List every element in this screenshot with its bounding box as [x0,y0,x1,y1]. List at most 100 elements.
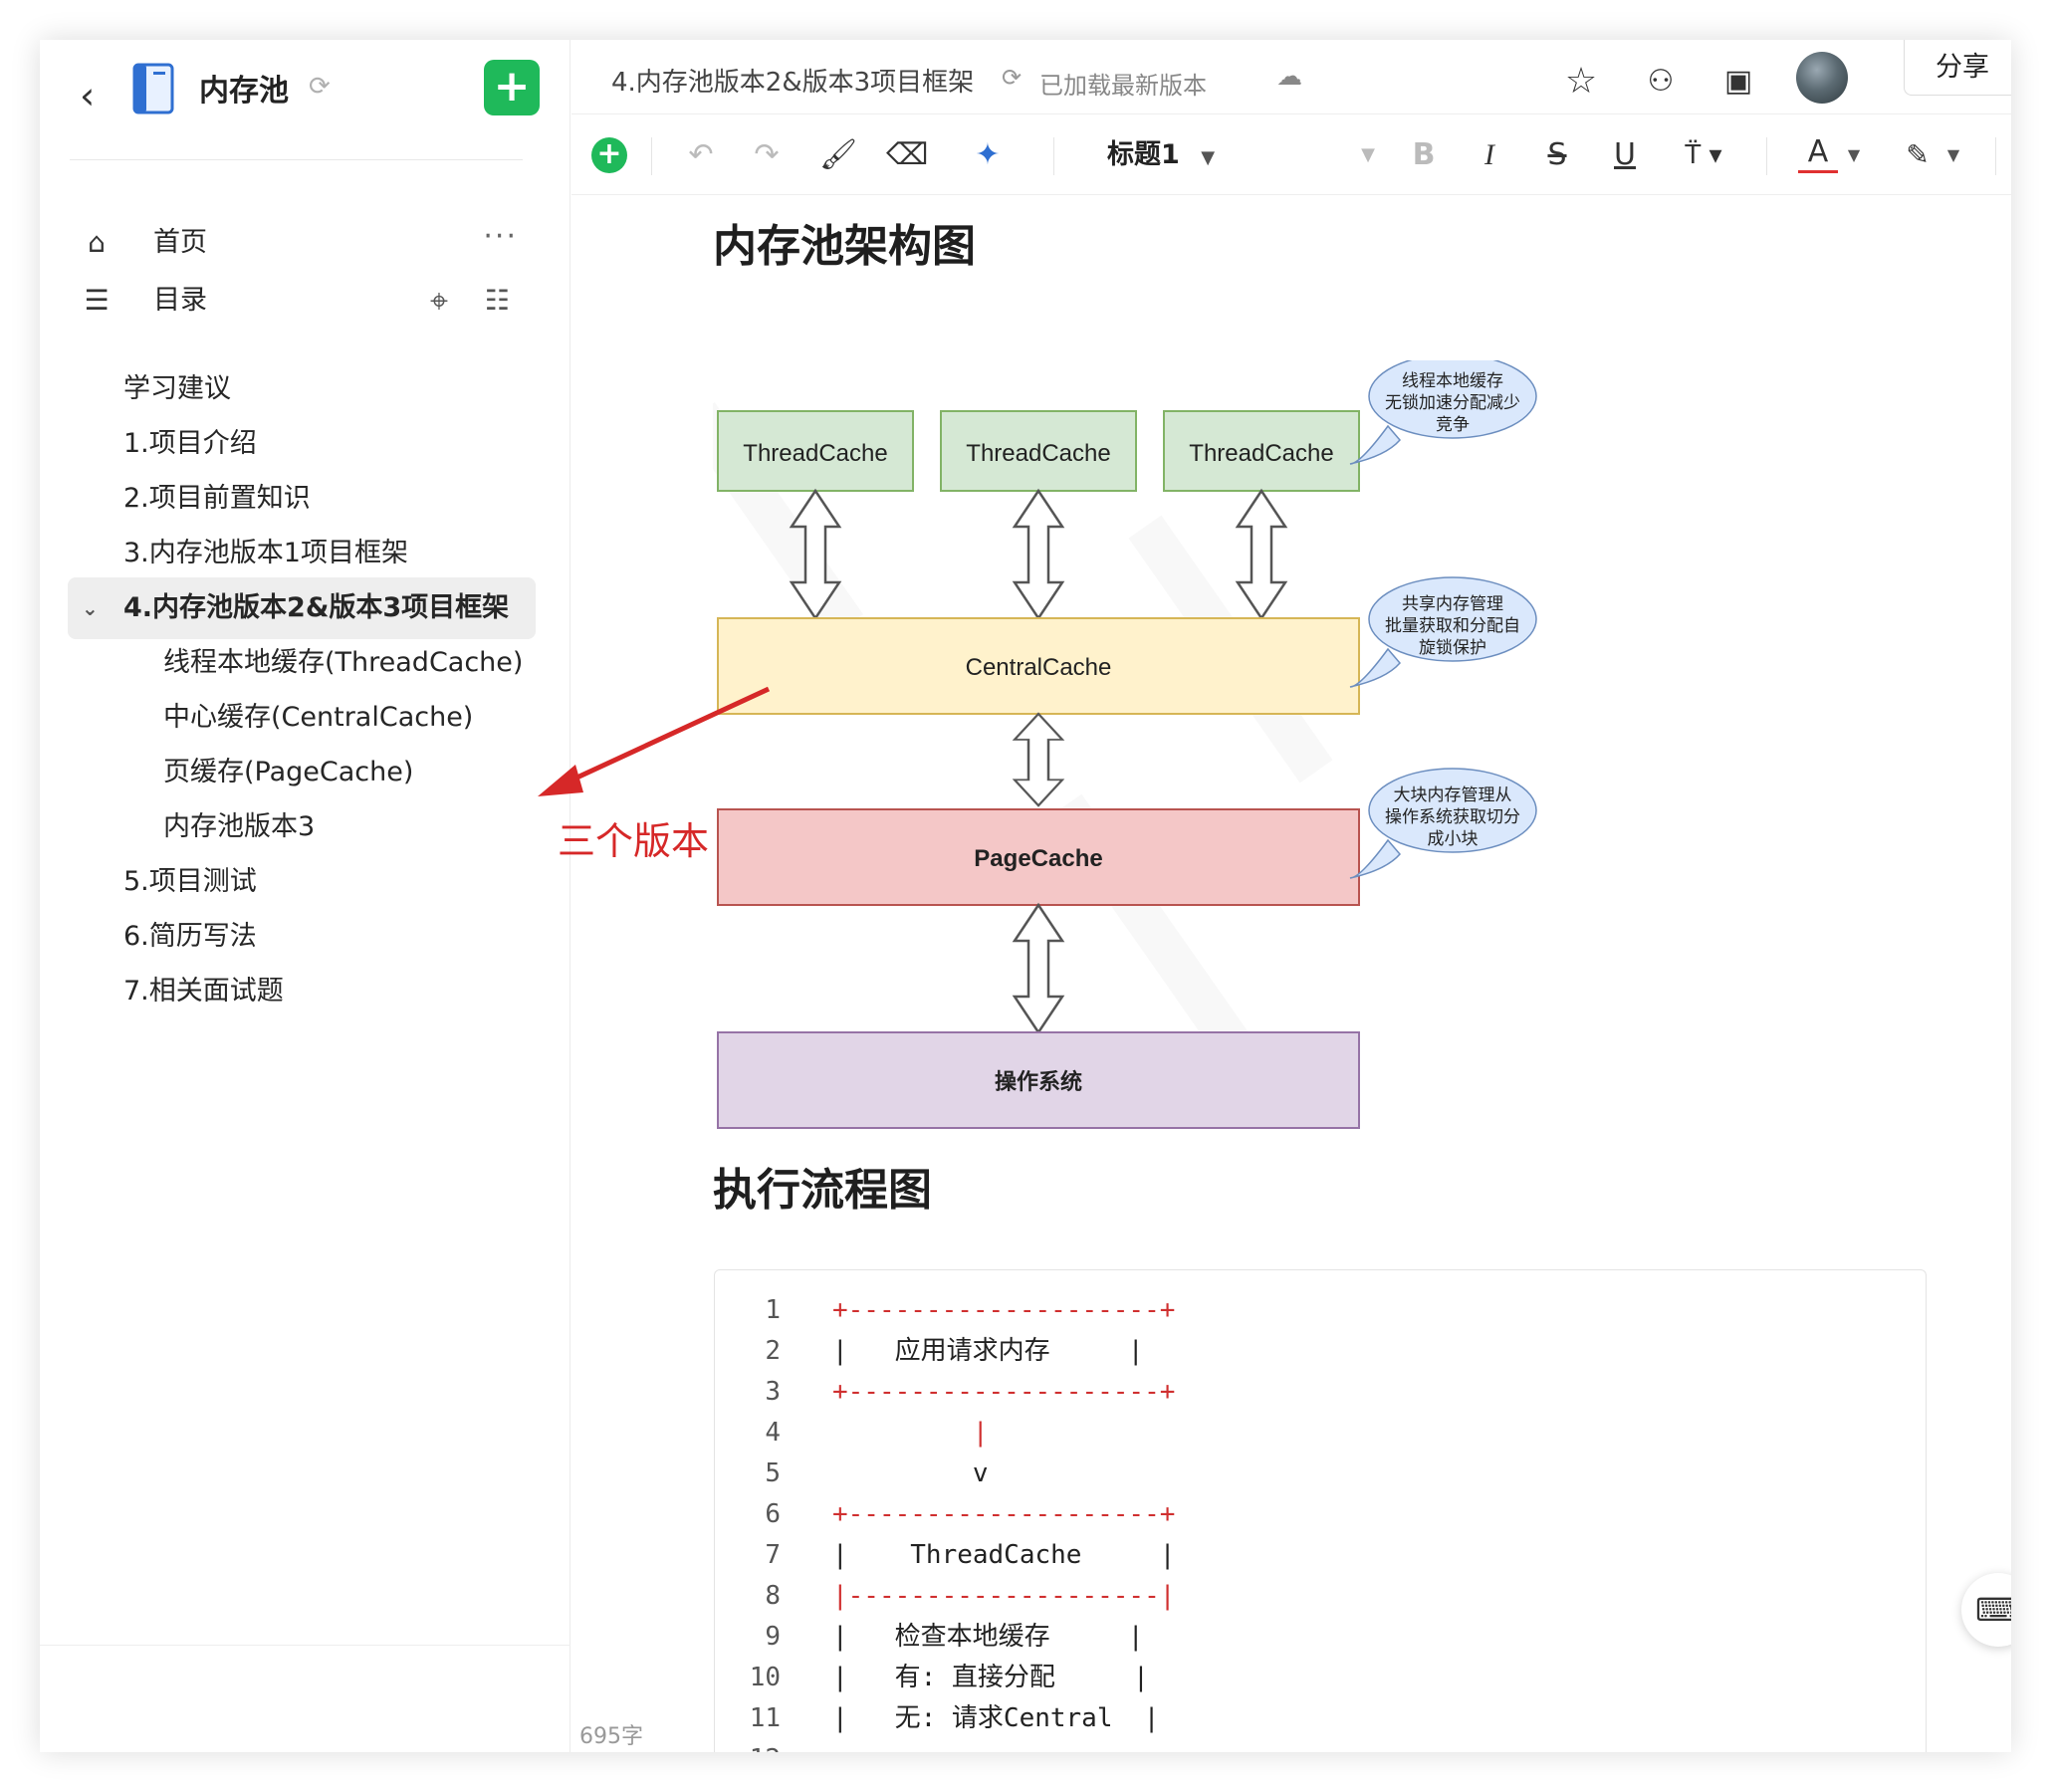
note-bubble: 线程本地缓存 无锁加速分配减少 竞争 [1349,360,1537,465]
os-label: 操作系统 [995,1069,1082,1095]
line-number: 9 [765,1622,781,1652]
double-arrow [1013,489,1064,620]
redo-icon[interactable]: ↷ [754,137,780,172]
share-button[interactable]: 分享 [1904,40,2011,96]
threadcache-label: ThreadCache [743,440,887,467]
document-title[interactable]: 4.内存池版本2&版本3项目框架 [611,68,975,98]
star-icon[interactable]: ☆ [1564,61,1598,102]
architecture-diagram: ThreadCache ThreadCache ThreadCache [713,360,1537,1129]
knowledge-base-title[interactable]: 内存池 [199,74,289,109]
line-number: 10 [749,1663,781,1692]
toc-subitem[interactable]: 页缓存(PageCache) [163,757,414,787]
toc-item[interactable]: 5.项目测试 [123,866,257,897]
font-color-button[interactable]: A [1798,131,1838,173]
font-color-caret-icon[interactable]: ▼ [1847,145,1861,164]
line-number: 11 [749,1703,781,1733]
nav-home[interactable]: ⌂ 首页 ··· [70,215,538,271]
note-line: 共享内存管理 [1402,594,1503,614]
locate-icon[interactable]: ⌖ [429,282,448,320]
note-line: 成小块 [1428,829,1479,849]
heading-select[interactable]: 标题1 ▼ [1107,131,1215,179]
code-line: 2| 应用请求内存 | [715,1331,1926,1371]
highlight-caret-icon[interactable]: ▼ [1946,145,1960,164]
insert-block-icon[interactable]: + [591,137,627,173]
note-line: 线程本地缓存 [1402,371,1503,391]
word-count: 695字 [579,1724,643,1749]
clear-format-icon[interactable]: ⌫ [886,137,929,172]
double-arrow [1013,903,1064,1034]
code-text: +--------------------+ [832,1744,1175,1752]
toc-item[interactable]: 2.项目前置知识 [123,483,311,514]
code-line: 7| ThreadCache | [715,1535,1926,1575]
code-text: | 有: 直接分配 | [832,1663,1149,1692]
keyboard-icon[interactable]: ⌨ [1961,1573,2011,1647]
more-icon[interactable]: ··· [483,219,518,254]
italic-button[interactable]: I [1484,138,1494,171]
add-collaborator-icon[interactable]: ⚇ [1647,64,1675,99]
document-header: 4.内存池版本2&版本3项目框架 ⟳ 已加载最新版本 ☁ ☆ ⚇ ▣ 分享 [571,40,2011,115]
back-chevron-icon[interactable]: ‹ [80,74,96,117]
note-line: 旋锁保护 [1419,638,1486,658]
note-line: 批量获取和分配自 [1385,616,1520,636]
note-bubble: 共享内存管理 批量获取和分配自 旋锁保护 [1349,576,1537,688]
code-line: 11| 无: 请求Central | [715,1698,1926,1738]
pagecache-label: PageCache [974,845,1102,872]
bold-button[interactable]: B [1412,137,1436,172]
sidebar-footer-divider [40,1645,570,1646]
pagecache-box: PageCache [717,808,1360,906]
note-line: 大块内存管理从 [1394,785,1512,805]
code-line: 9| 检查本地缓存 | [715,1617,1926,1657]
highlight-icon[interactable]: ✎ [1906,138,1930,171]
code-text: +--------------------+ [832,1295,1176,1325]
double-arrow [1012,712,1065,807]
toc-subitem[interactable]: 内存池版本3 [163,811,316,842]
note-bubble: 大块内存管理从 操作系统获取切分 成小块 [1349,768,1537,879]
threadcache-label: ThreadCache [1189,440,1333,467]
ai-assistant-icon[interactable]: ✦ [975,137,1001,172]
present-icon[interactable]: ▣ [1723,64,1753,99]
nav-toc-label: 目录 [153,285,207,316]
centralcache-box: CentralCache [717,617,1360,715]
strikethrough-button[interactable]: S [1547,137,1567,172]
code-block[interactable]: 1 +--------------------+ 2| 应用请求内存 | 3 +--… [714,1269,1927,1752]
format-painter-icon[interactable]: 🖌︎ [818,137,858,172]
code-text: +--------------------+ [832,1377,1176,1407]
toc-item[interactable]: 6.简历写法 [123,921,257,952]
threadcache-box: ThreadCache [717,410,914,492]
note-line: 竞争 [1436,415,1470,435]
text-style-icon[interactable]: T̈ ▾ [1685,140,1722,170]
toolbar-divider [1053,137,1054,175]
code-text: | ThreadCache | [832,1540,1176,1570]
toc-item[interactable]: 3.内存池版本1项目框架 [123,538,408,568]
toc-item[interactable]: 1.项目介绍 [123,428,257,459]
undo-icon[interactable]: ↶ [688,137,714,172]
toc-subitem[interactable]: 线程本地缓存(ThreadCache) [163,647,524,678]
avatar[interactable] [1796,52,1848,104]
toc-item-active[interactable]: ⌄ 4.内存池版本2&版本3项目框架 [68,577,536,639]
header-divider [571,113,2011,114]
double-arrow [1236,489,1287,620]
toc-item[interactable]: 7.相关面试题 [123,976,284,1007]
nav-toc[interactable]: ☰ 目录 ⌖ ☷ [70,273,538,329]
toolbar-divider [651,137,652,175]
code-line: 3 +--------------------+ [715,1372,1926,1412]
line-number: 6 [765,1499,781,1529]
add-button[interactable]: + [484,60,540,115]
sidebar: ‹ 内存池 ⟳ + ⌂ 首页 ··· ☰ 目录 ⌖ ☷ 学习建议 1.项目介绍 … [40,40,570,1752]
underline-button[interactable]: U [1614,137,1636,172]
toc-subitem[interactable]: 中心缓存(CentralCache) [163,702,474,733]
nav-home-label: 首页 [153,227,207,258]
toc-item[interactable]: 学习建议 [123,373,231,404]
code-line: 8|--------------------| [715,1576,1926,1616]
font-size-caret-icon[interactable]: ▼ [1361,144,1375,165]
code-line: 10 | 有: 直接分配 | [715,1658,1926,1697]
code-text: v [832,1458,989,1488]
app-window: ‹ 内存池 ⟳ + ⌂ 首页 ··· ☰ 目录 ⌖ ☷ 学习建议 1.项目介绍 … [40,40,2011,1752]
chevron-down-icon[interactable]: ⌄ [82,596,99,620]
line-number: 8 [765,1581,781,1611]
code-line: 1 +--------------------+ [715,1290,1926,1330]
centralcache-label: CentralCache [966,654,1112,681]
list-toggle-icon[interactable]: ☷ [484,284,510,317]
line-number: 3 [765,1377,781,1407]
line-number: 1 [765,1295,781,1325]
